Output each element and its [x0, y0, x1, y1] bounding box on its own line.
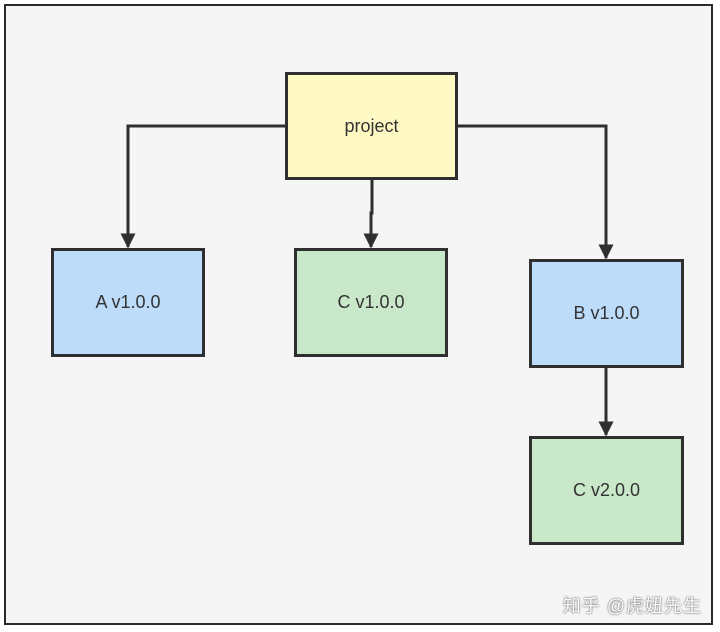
node-a-v1-label: A v1.0.0 [95, 292, 161, 312]
arrow-project-to-b [457, 124, 614, 260]
node-project: project [285, 72, 458, 180]
arrow-project-to-c-v1 [363, 179, 379, 249]
node-c-v1-label: C v1.0.0 [337, 292, 405, 312]
node-b-v1-label: B v1.0.0 [573, 303, 640, 323]
node-b-v1: B v1.0.0 [529, 259, 684, 368]
node-c-v2: C v2.0.0 [529, 436, 684, 545]
watermark: 知乎 @虎妞先生 [562, 596, 702, 616]
arrow-project-to-a [120, 124, 286, 249]
node-c-v1: C v1.0.0 [294, 248, 448, 357]
node-project-label: project [344, 115, 399, 136]
node-a-v1: A v1.0.0 [51, 248, 205, 357]
node-c-v2-label: C v2.0.0 [572, 480, 641, 500]
